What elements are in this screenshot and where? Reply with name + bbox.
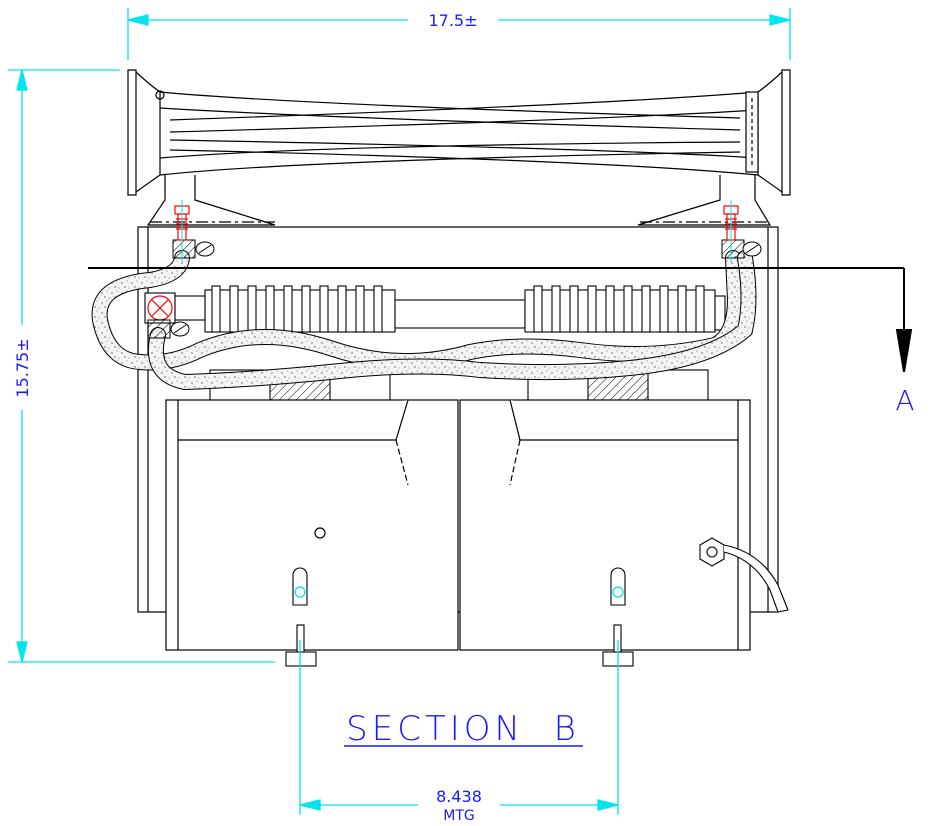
- mounting-note-label: MTG: [443, 808, 474, 824]
- overall-width-label: 17.5±: [428, 11, 477, 30]
- lower-tanks: [165, 399, 751, 651]
- section-title: SECTION B: [346, 709, 580, 749]
- mounting-bolts: [294, 586, 624, 598]
- mounting-dimension-label: 8.438: [436, 787, 482, 806]
- air-horns: [127, 69, 791, 226]
- section-marker-label: A: [895, 384, 914, 417]
- drain-fitting: [699, 537, 789, 613]
- overall-width-dimension: [127, 8, 791, 60]
- cyan-centerlines: [181, 200, 732, 262]
- hose-fittings: [147, 239, 762, 339]
- air-hose: [91, 250, 757, 391]
- mounting-dimension: [299, 640, 619, 815]
- compressor-heads: [144, 285, 726, 333]
- red-fasteners: [174, 205, 739, 241]
- overall-height-dimension: [8, 69, 275, 663]
- overall-height-label: 15.75±: [13, 338, 32, 397]
- section-cut-line: [88, 267, 913, 373]
